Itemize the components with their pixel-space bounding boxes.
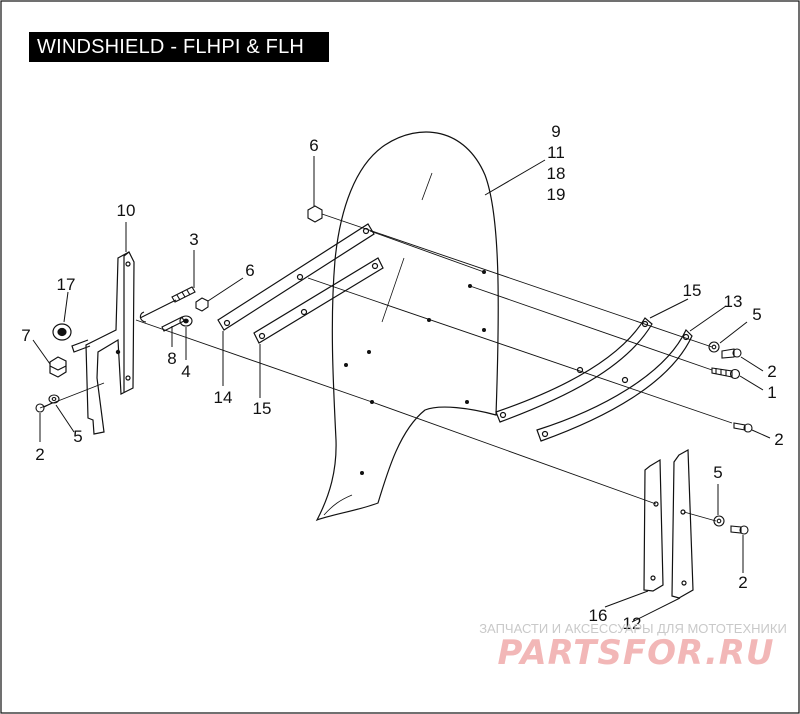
nut-6-center (195, 297, 209, 312)
washer-4 (179, 315, 193, 327)
watermark: ЗАПЧАСТИ И АКСЕССУАРЫ ДЛЯ МОТОТЕХНИКИ PA… (479, 621, 787, 673)
stud-3 (171, 286, 196, 303)
callout-15-right: 15 (683, 281, 702, 300)
callout-16: 16 (589, 606, 608, 625)
callout-5-right-bottom: 5 (713, 463, 722, 482)
windshield-holes (344, 270, 486, 475)
callout-labels: 6 9 11 18 19 10 3 6 17 7 8 4 14 15 2 5 1… (21, 122, 783, 633)
diagram-title-bar: WINDSHIELD - FLHPI & FLH (29, 32, 329, 62)
callout-19: 19 (547, 185, 566, 204)
callout-2-right-top: 2 (767, 362, 776, 381)
screw-2-right-top (721, 348, 742, 359)
mounting-bracket-10 (71, 251, 135, 435)
callout-8: 8 (167, 349, 176, 368)
callout-2-left: 2 (35, 445, 44, 464)
outer-brace-13 (536, 328, 693, 442)
callout-5-right-top: 5 (752, 305, 761, 324)
screw-2-right-middle (733, 422, 753, 433)
diagram-title: WINDSHIELD - FLHPI & FLH (37, 36, 305, 58)
inner-brace-14 (217, 223, 375, 331)
callout-10: 10 (117, 201, 136, 220)
watermark-tagline: ЗАПЧАСТИ И АКСЕССУАРЫ ДЛЯ МОТОТЕХНИКИ (479, 621, 787, 636)
acorn-nut-7 (49, 356, 67, 378)
callout-7: 7 (21, 326, 30, 345)
washer-5-right-bottom (713, 515, 725, 527)
screw-1-right (711, 367, 741, 380)
callout-11: 11 (547, 143, 565, 162)
washer-5-right-top (708, 341, 720, 353)
watermark-brand: PARTSFOR.RU (497, 633, 774, 673)
inner-brace-15 (253, 257, 384, 344)
callout-2-right-middle: 2 (774, 430, 783, 449)
callout-6-center: 6 (245, 261, 254, 280)
callout-5-left: 5 (73, 427, 82, 446)
leader-lines (32, 156, 771, 623)
lower-strap-16 (643, 458, 664, 592)
washer-5-left (48, 394, 60, 404)
callout-13: 13 (724, 292, 743, 311)
callout-15-left: 15 (253, 399, 272, 418)
callout-17: 17 (57, 275, 76, 294)
callout-18: 18 (547, 164, 566, 183)
callout-14: 14 (214, 388, 233, 407)
windshield-panel (315, 131, 499, 522)
lower-strap-12 (671, 448, 694, 599)
callout-6-top: 6 (309, 136, 318, 155)
pin-8 (139, 299, 185, 332)
callout-12: 12 (623, 614, 642, 633)
grommet-17 (52, 323, 72, 341)
callout-1: 1 (767, 383, 776, 402)
nut-6-top (307, 205, 323, 223)
callout-2-right-bottom: 2 (738, 573, 747, 592)
callout-3: 3 (189, 230, 198, 249)
alignment-lines (39, 213, 733, 522)
screw-2-right-bottom (730, 525, 749, 535)
outer-brace-15 (495, 317, 653, 423)
callout-4: 4 (181, 362, 190, 381)
callout-9: 9 (551, 122, 560, 141)
